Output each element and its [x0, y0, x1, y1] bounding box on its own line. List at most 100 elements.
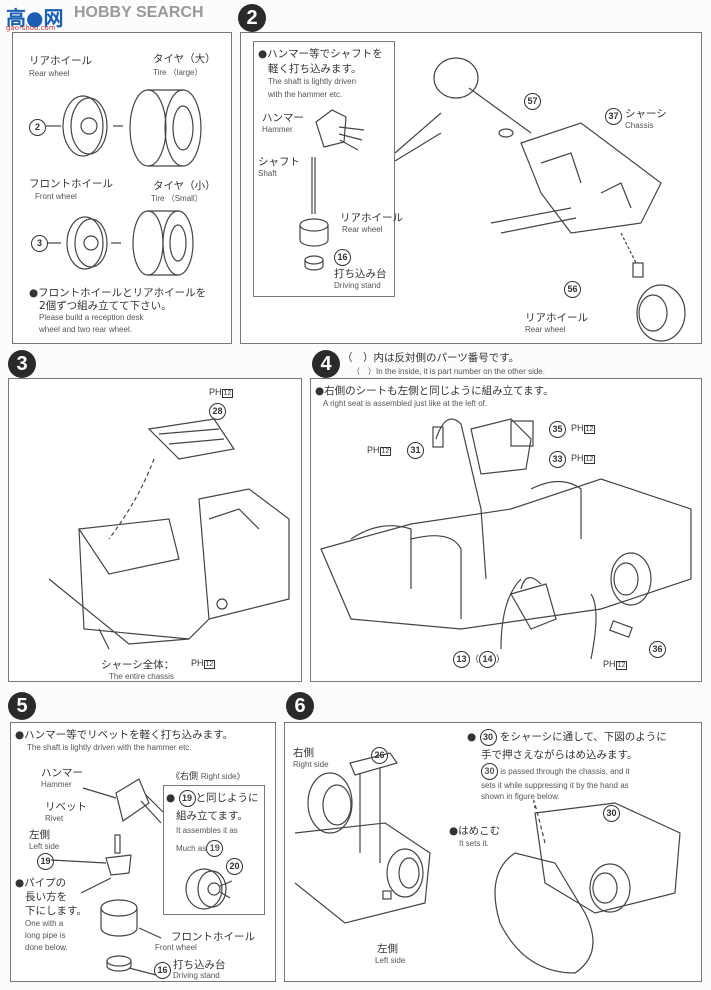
chassis-label-en: Chassis: [625, 121, 654, 130]
pipe-note-3: 下にします。: [25, 905, 87, 917]
seat-chassis-drawing: [48, 418, 290, 650]
step6-note-en-2: sets it while suppressing it by the hand…: [481, 781, 629, 790]
part-number-57: 57: [524, 93, 541, 110]
part-number-16: 16: [154, 962, 171, 979]
part-number-19: 19: [37, 853, 54, 870]
right-side-label: 右側: [293, 747, 314, 759]
hammer-label: ハンマー: [41, 767, 83, 779]
entire-chassis-label: シャーシ全体：: [101, 659, 175, 671]
part-number-16: 16: [334, 249, 351, 266]
step1-note-2: 2個ずつ組み立てて下さい。: [39, 300, 172, 312]
part-number-30: 30: [603, 805, 620, 822]
step6-note-en: 30 is passed through the chassis, and it: [481, 763, 630, 780]
right-side-label-en: Right side: [293, 760, 329, 769]
rivet-label: リベット: [45, 801, 87, 813]
driving-stand-label: 打ち込み台: [334, 268, 387, 280]
step6-note: ● 30 をシャーシに通して、下図のように: [467, 729, 667, 746]
tire-large-label-en: Tire （large）: [153, 68, 203, 77]
part-number-36: 36: [649, 641, 666, 658]
front-wheel-label-en: Front wheel: [35, 192, 77, 201]
step6-note-en-3: shown in figure below.: [481, 792, 560, 801]
step1-note-en: Please build a reception desk: [39, 313, 144, 322]
chassis-rear-axle-drawing: [394, 57, 686, 342]
step4-note: ●右側のシートも左側と同じように組み立てます。: [315, 385, 554, 397]
shaft-label: シャフト: [258, 156, 300, 168]
pipe-note-2: 長い方を: [25, 891, 67, 903]
rivet-driving-drawing: [50, 778, 167, 976]
rear-wheel-label-2: リアホイール: [525, 312, 588, 324]
rear-wheel-label-2-en: Rear wheel: [525, 325, 566, 334]
part-number-2: 2: [29, 119, 46, 136]
part-number-28: 28: [209, 403, 226, 420]
step5-note: ●ハンマー等でリベットを軽く打ち込みます。: [15, 729, 234, 741]
step-3-badge: 3: [8, 350, 36, 378]
logo-url: gao-shou.com: [6, 24, 56, 32]
hammer-label-en: Hammer: [41, 780, 72, 789]
tire-small-label-en: Tire （Small）: [151, 194, 203, 203]
parentheses-note: （ ）内は反対側のパーツ番号です。: [342, 352, 520, 364]
front-wheel-label: フロントホイール: [29, 178, 113, 190]
step2-detail-box: ●ハンマー等でシャフトを 軽く打ち込みます。 The shaft is ligh…: [253, 41, 403, 297]
chassis-label: シャーシ: [625, 108, 667, 120]
tire-small-label: タイヤ（小）: [153, 180, 216, 192]
step5-note-en: The shaft is lightly driven with the ham…: [27, 743, 192, 752]
step1-note: ●フロントホイールとリアホイールを: [29, 287, 207, 299]
rivet-label-en: Rivet: [45, 814, 64, 823]
parentheses-note-en: （ ）In the inside, it is part number on t…: [352, 367, 545, 376]
step2-note-2: 軽く打ち込みます。: [268, 63, 362, 75]
step2-note-en-2: with the hammer etc.: [268, 90, 343, 99]
suspension-installation-drawing: [294, 752, 681, 974]
step-5-badge: 5: [8, 692, 36, 720]
entire-chassis-label-en: The entire chassis: [109, 672, 174, 681]
fit-note-en: It sets it.: [459, 839, 489, 848]
step2-note: ●ハンマー等でシャフトを: [258, 48, 383, 60]
tire-large-label: タイヤ（大）: [153, 53, 216, 65]
right-wheel-drawing: [185, 868, 233, 910]
front-wheel-label-en: Front wheel: [155, 943, 197, 952]
pipe-note-en-2: long pipe is: [25, 931, 66, 940]
seat-installation-drawing: [320, 418, 692, 660]
shaft-label-en: Shaft: [258, 169, 277, 178]
step-2-badge: 2: [238, 4, 266, 32]
left-side-label: 左側: [377, 943, 398, 955]
part-number-13-14: 13（14）: [453, 651, 505, 668]
step5-panel: ●ハンマー等でリベットを軽く打ち込みます。 The shaft is light…: [10, 722, 276, 982]
step4-panel: ●右側のシートも左側と同じように組み立てます。 A right seat is …: [310, 378, 702, 682]
rear-wheel-label: リアホイール: [29, 55, 92, 67]
front-wheel-label: フロントホイール: [171, 931, 255, 943]
step2-panel: ●ハンマー等でシャフトを 軽く打ち込みます。 The shaft is ligh…: [240, 32, 702, 344]
step-4-badge: 4: [312, 350, 340, 378]
fit-note: ●はめこむ: [449, 825, 501, 837]
rear-wheel-label: リアホイール: [340, 212, 403, 224]
step1-panel: リアホイール Rear wheel タイヤ（大） Tire （large） 2 …: [12, 32, 232, 344]
hammer-label-en: Hammer: [262, 125, 293, 134]
brand-watermark: HOBBY SEARCH: [74, 4, 204, 21]
wheel-assembly-drawing: [45, 89, 202, 276]
rear-wheel-label-en: Rear wheel: [29, 69, 70, 78]
logo-watermark: 高●网 gao-shou.com: [6, 2, 68, 32]
part-number-37: 37: [605, 108, 622, 125]
hammer-label: ハンマー: [262, 112, 304, 124]
pipe-note: ●パイプの: [15, 877, 67, 889]
shaft-driving-drawing: [299, 109, 365, 271]
step6-panel: 右側 Right side 26 左側 Left side ● 30 をシャーシ…: [284, 722, 702, 982]
left-side-label-en: Left side: [375, 956, 406, 965]
pipe-note-en: One with a: [25, 919, 64, 928]
rear-wheel-label-en: Rear wheel: [342, 225, 383, 234]
left-side-label: 左側: [29, 829, 50, 841]
step1-note-en-2: wheel and two rear wheel.: [39, 325, 132, 334]
step-6-badge: 6: [286, 692, 314, 720]
part-number-3: 3: [31, 235, 48, 252]
left-side-label-en: Left side: [29, 842, 60, 851]
driving-stand-label-en: Driving stand: [334, 281, 381, 290]
pipe-note-en-3: done below.: [25, 943, 68, 952]
logo-icon: 高●网: [6, 6, 64, 30]
